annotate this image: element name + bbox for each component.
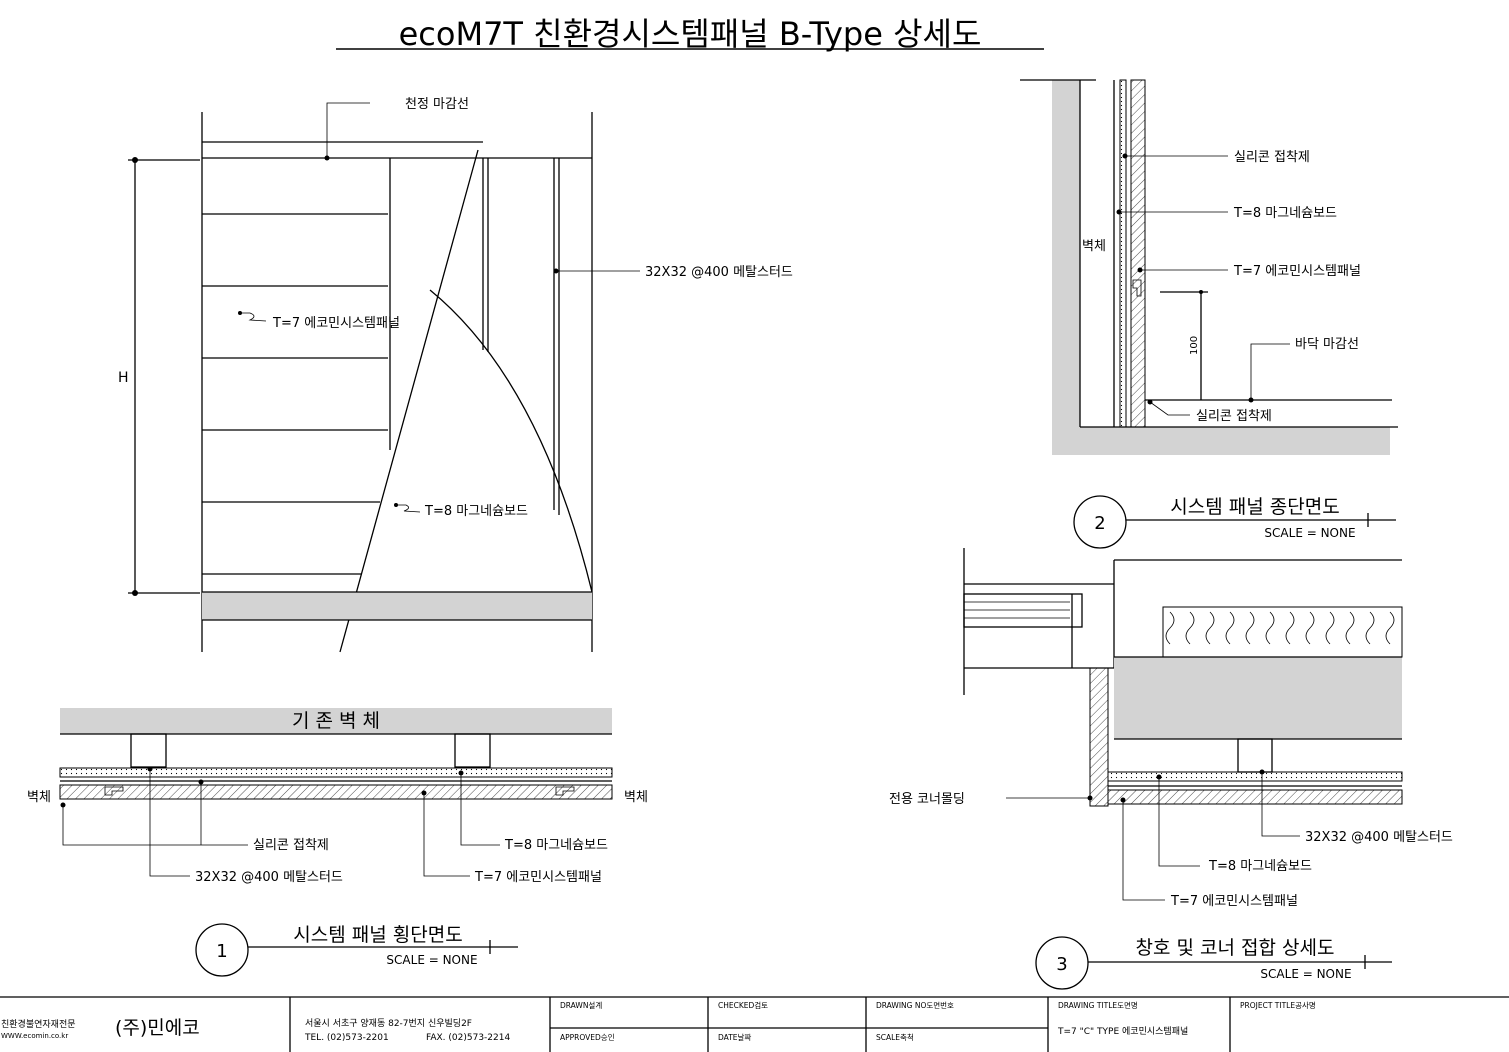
panel-label: T=7 에코민시스템패널 [474, 870, 602, 885]
detail-scale: SCALE = NONE [1260, 967, 1351, 981]
detail-title: 시스템 패널 횡단면도 [293, 924, 462, 946]
board-label: T=8 마그네슘보드 [504, 838, 608, 853]
drawing-title-value: T=7 "C" TYPE 에코민시스템패널 [1057, 1025, 1188, 1037]
checked-label: CHECKED검토 [718, 1000, 768, 1010]
company-website: WWW.ecomin.co.kr [1, 1032, 68, 1040]
company-name: (주)민에코 [115, 1017, 200, 1039]
detail-number-circle [195, 923, 249, 977]
panel-label: T=7 에코민시스템패널 [1170, 894, 1298, 909]
board-label: T=8 마그네슘보드 [1233, 206, 1337, 221]
drawing-title: ecoM7T 친환경시스템패널 B-Type 상세도 [399, 15, 982, 53]
approved-label: APPROVED승인 [560, 1032, 615, 1042]
date-label: DATE날짜 [718, 1032, 751, 1042]
detail-number: 3 [1056, 954, 1067, 975]
wall-label: 벽체 [1082, 239, 1106, 254]
silicone-bottom-label: 실리콘 접착제 [1196, 409, 1272, 424]
drawn-label: DRAWN설계 [560, 1000, 602, 1010]
ceiling-line-label: 천정 마감선 [405, 97, 469, 112]
panel-label: T=7 에코민시스템패널 [1233, 264, 1361, 279]
height-dimension-label: H [118, 370, 129, 386]
company-address: 서울시 서초구 양재동 82-7번지 신우빌딩2F [305, 1018, 472, 1029]
board-label: T=8 마그네슘보드 [1208, 859, 1312, 874]
company-fax: FAX. (02)573-2214 [426, 1033, 510, 1043]
stud-label: 32X32 @400 메탈스터드 [1305, 830, 1453, 845]
wall-left-label: 벽체 [27, 790, 51, 805]
company-description: 친환경불연자재전문 [1, 1018, 76, 1030]
floor-line-label: 바닥 마감선 [1295, 337, 1359, 352]
project-title-label: PROJECT TITLE공사명 [1240, 1000, 1316, 1010]
existing-wall-label: 기 존 벽 체 [292, 710, 380, 732]
panel-elevation: H 천정 마감선 32X32 @400 메탈스터드 T=7 에코민시스템패널 T… [118, 97, 793, 653]
detail-1-cross-section: 기 존 벽 체 벽체 벽체 실리콘 접착제 32X32 @400 메탈스터드 T… [27, 708, 648, 977]
detail-number: 2 [1094, 513, 1105, 534]
silicone-label: 실리콘 접착제 [253, 838, 329, 853]
wall-right-label: 벽체 [624, 790, 648, 805]
drawing-title-label: DRAWING TITLE도면명 [1058, 1000, 1138, 1010]
detail-scale: SCALE = NONE [1264, 526, 1355, 540]
company-tel: TEL. (02)573-2201 [304, 1033, 389, 1043]
drawing-no-label: DRAWING NO도면번호 [876, 1000, 954, 1010]
detail-number-circle [1035, 936, 1089, 990]
dimension-100: 100 [1189, 336, 1200, 355]
detail-number-circle [1073, 495, 1127, 549]
detail-3-window-corner: 전용 코너몰딩 32X32 @400 메탈스터드 T=8 마그네슘보드 T=7 … [889, 548, 1453, 990]
detail-title: 창호 및 코너 접합 상세도 [1136, 937, 1335, 959]
detail-scale: SCALE = NONE [386, 953, 477, 967]
panel-label: T=7 에코민시스템패널 [272, 316, 400, 331]
detail-number: 1 [216, 941, 227, 962]
board-label: T=8 마그네슘보드 [424, 504, 528, 519]
stud-label: 32X32 @400 메탈스터드 [195, 870, 343, 885]
scale-label: SCALE축척 [876, 1033, 914, 1042]
silicone-top-label: 실리콘 접착제 [1234, 150, 1310, 165]
stud-label: 32X32 @400 메탈스터드 [645, 265, 793, 280]
title-block: 친환경불연자재전문 WWW.ecomin.co.kr (주)민에코 서울시 서초… [0, 996, 1509, 1052]
detail-2-vertical-section: 벽체 실리콘 접착제 T=8 마그네슘보드 T=7 에코민시스템패널 100 바… [1020, 79, 1398, 549]
corner-molding-label: 전용 코너몰딩 [889, 792, 965, 807]
detail-title: 시스템 패널 종단면도 [1170, 496, 1339, 518]
